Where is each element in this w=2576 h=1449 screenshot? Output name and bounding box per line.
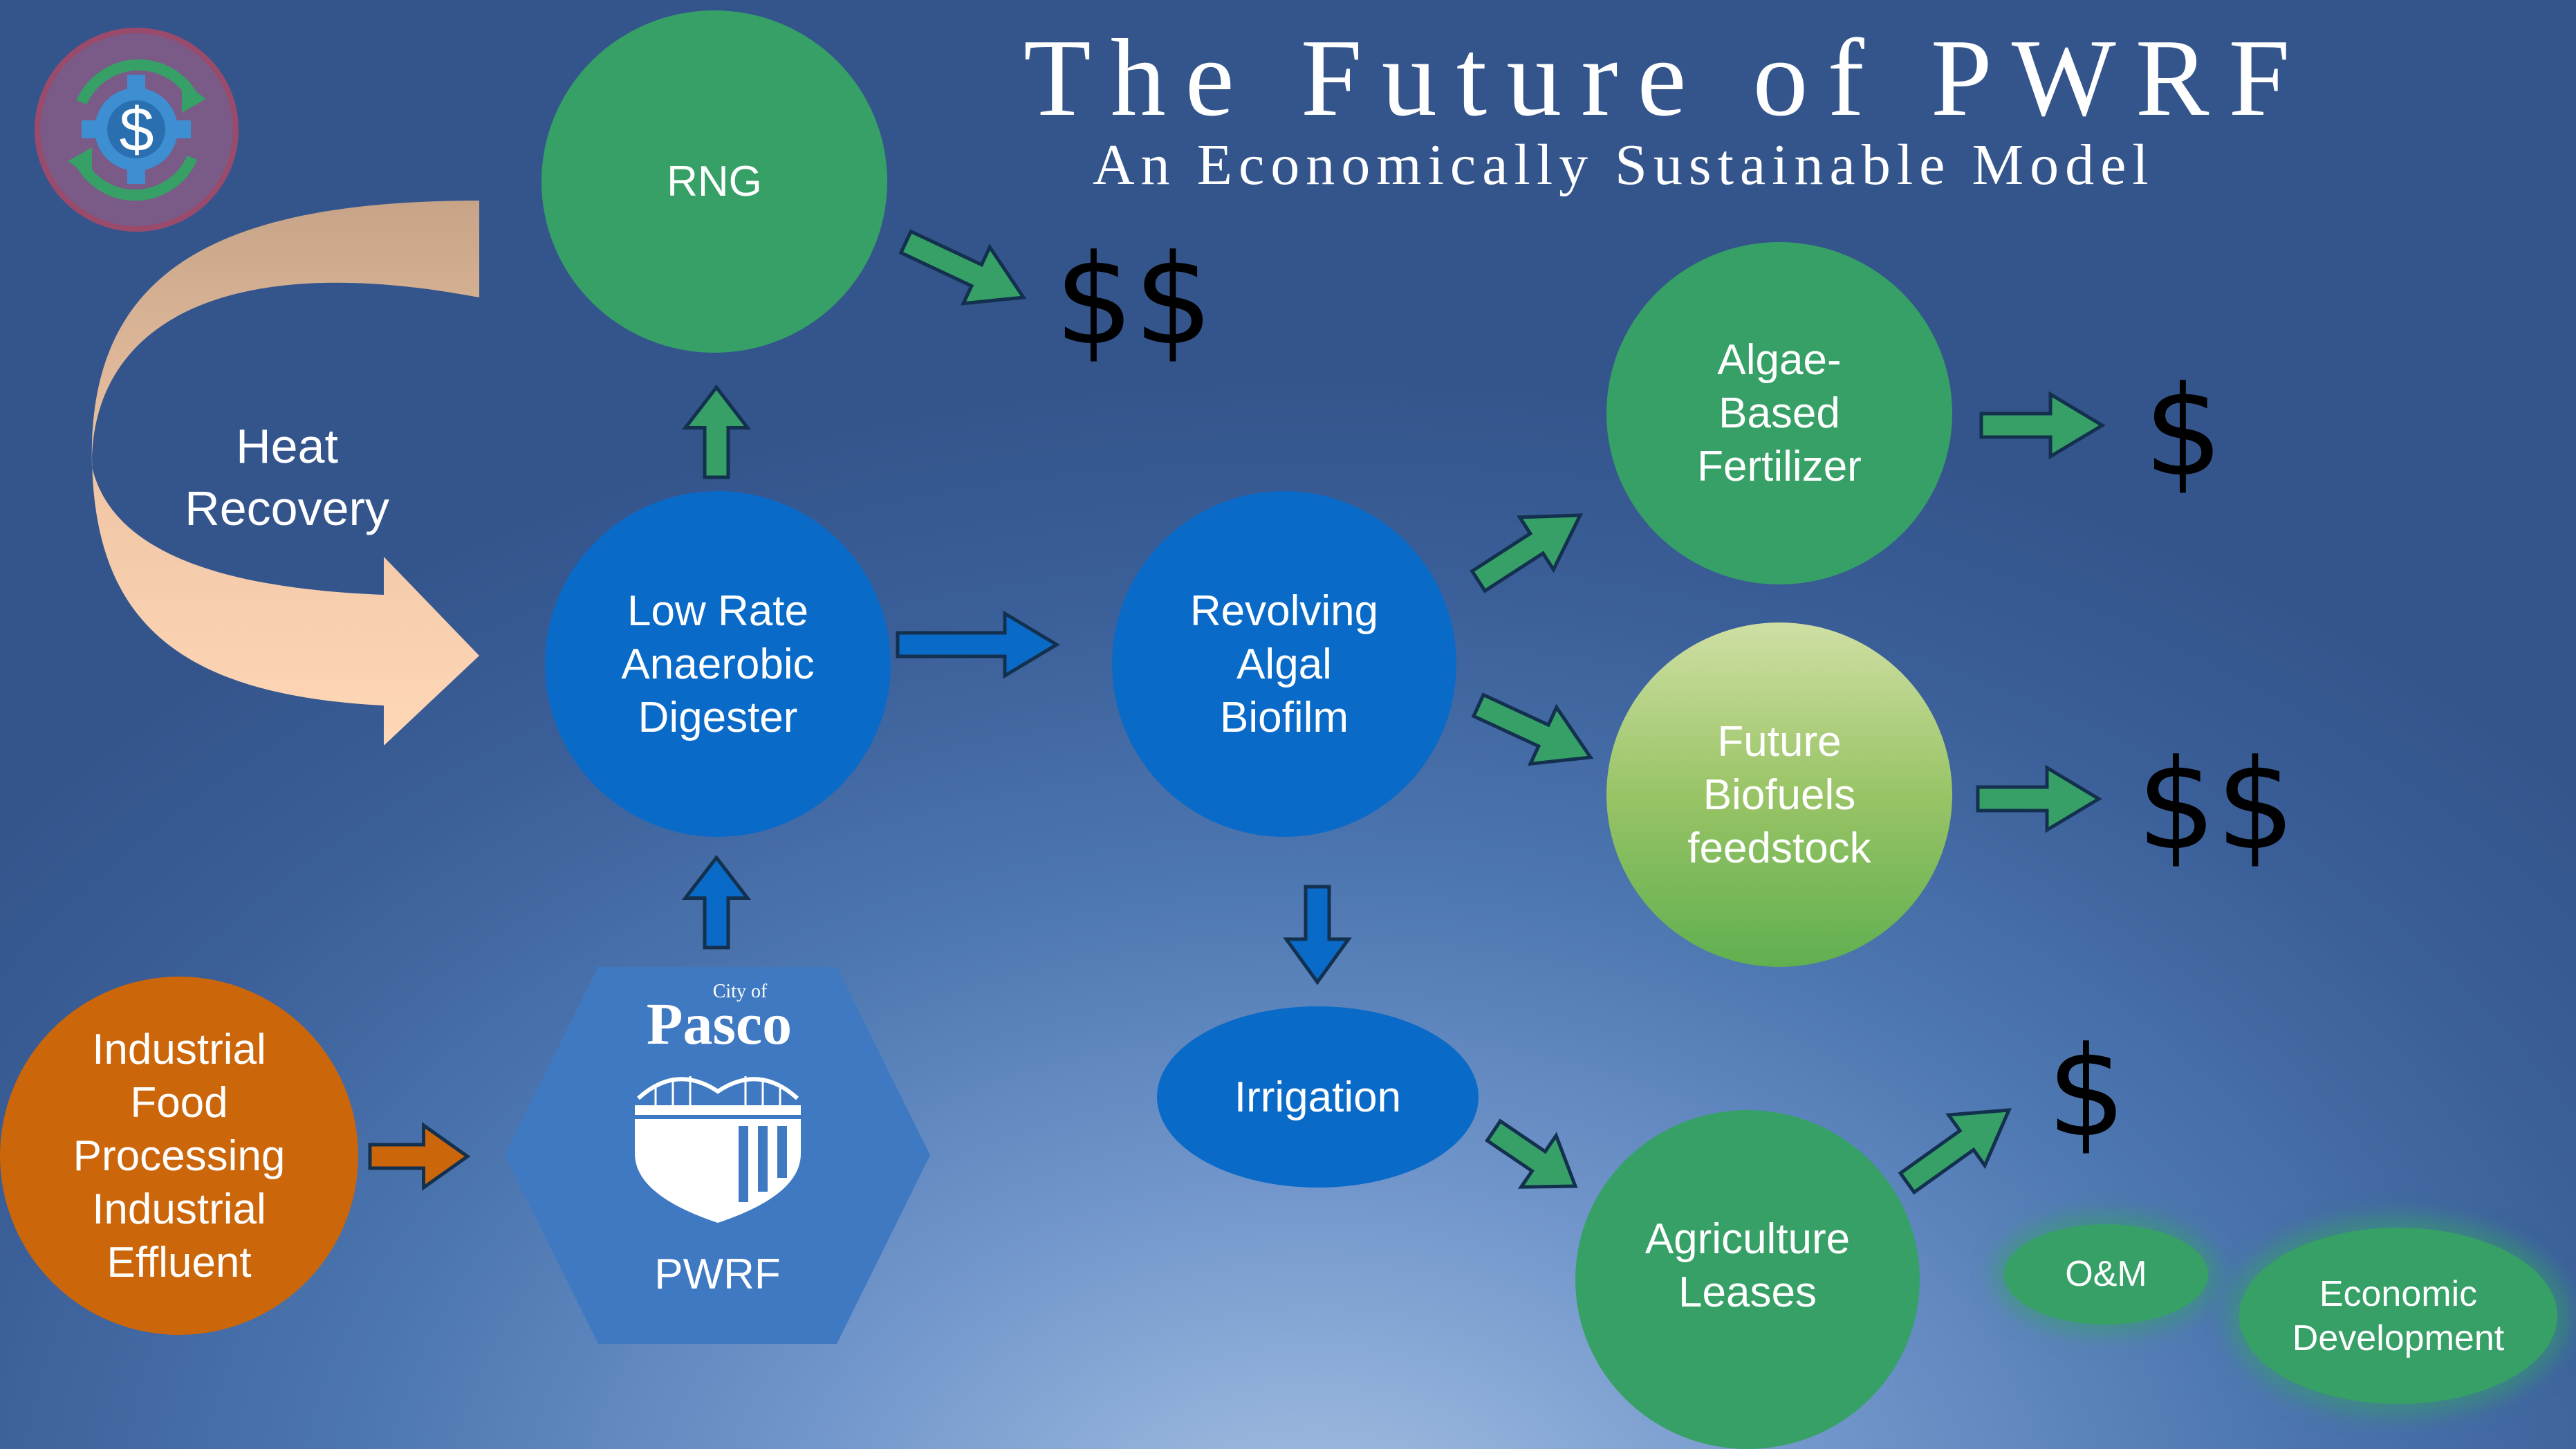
arrow-biofilm-to-biofuels bbox=[1471, 692, 1594, 766]
arrow-agriculture-to-revenue bbox=[1898, 1108, 2012, 1195]
arrow-rng-to-revenue bbox=[898, 229, 1027, 306]
pasco-bridge-icon bbox=[635, 1076, 801, 1223]
rng-node: RNG bbox=[541, 10, 887, 353]
logo-dollar: $ bbox=[119, 95, 154, 165]
arrow-irrigation-to-agriculture bbox=[1485, 1118, 1578, 1189]
heat-recovery-arrow bbox=[91, 201, 479, 746]
biofuels-revenue: $$ bbox=[2137, 733, 2296, 878]
pwrf-label: PWRF bbox=[654, 1250, 781, 1298]
arrow-biofilm-to-irrigation bbox=[1283, 885, 1352, 986]
arrow-fertilizer-to-revenue bbox=[1979, 391, 2106, 460]
logo: $ bbox=[35, 28, 239, 232]
arrow-industrial-to-pwrf bbox=[368, 1122, 471, 1191]
pasco-wordmark: Pasco bbox=[646, 990, 793, 1057]
agriculture-revenue: $ bbox=[2047, 1020, 2126, 1165]
arrow-digester-to-biofilm bbox=[896, 610, 1060, 679]
economic-development-node: Economic Development bbox=[2239, 1228, 2557, 1404]
agriculture-node: Agriculture Leases bbox=[1575, 1110, 1920, 1449]
biofilm-node: Revolving Algal Biofilm bbox=[1112, 491, 1456, 837]
fertilizer-revenue: $ bbox=[2144, 360, 2223, 504]
biofuels-node: Future Biofuels feedstock bbox=[1606, 622, 1952, 967]
digester-node: Low Rate Anaerobic Digester bbox=[545, 491, 891, 837]
om-node: O&M bbox=[2004, 1224, 2208, 1325]
heat-recovery-label: Heat Recovery bbox=[185, 419, 389, 535]
gear-dollar-recycle-icon bbox=[68, 59, 206, 201]
page-title: The Future of PWRF bbox=[1023, 16, 2310, 139]
industrial-node: Industrial Food Processing Industrial Ef… bbox=[0, 977, 358, 1335]
pwrf-node: City of Pasco PWRF bbox=[505, 967, 930, 1344]
arrow-digester-to-rng bbox=[681, 384, 752, 479]
irrigation-node: Irrigation bbox=[1157, 1006, 1479, 1188]
fertilizer-node: Algae- Based Fertilizer bbox=[1606, 242, 1952, 584]
page-subtitle: An Economically Sustainable Model bbox=[1093, 133, 2155, 197]
city-of-label: City of bbox=[712, 981, 768, 1002]
arrow-biofilm-to-fertilizer bbox=[1470, 513, 1584, 593]
rng-revenue: $$ bbox=[1055, 228, 1214, 373]
arrow-pwrf-to-digester bbox=[681, 854, 752, 950]
arrow-biofuels-to-revenue bbox=[1976, 764, 2102, 833]
